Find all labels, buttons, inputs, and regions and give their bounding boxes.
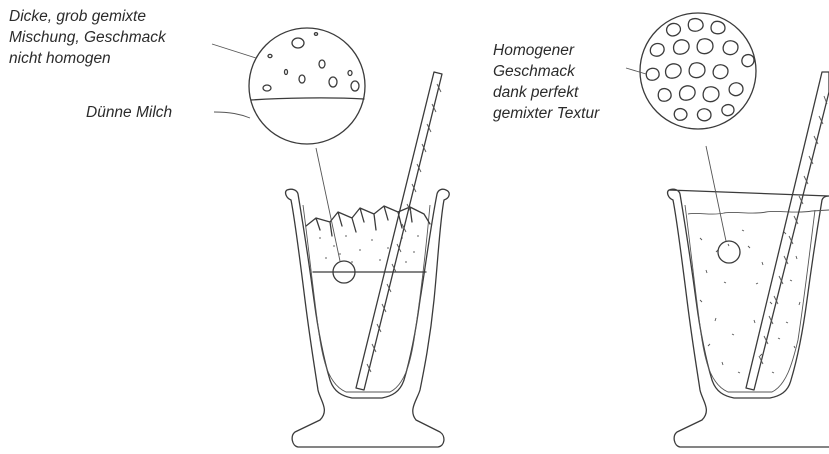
left-label-leader-1 <box>212 44 256 58</box>
right-homogeneous-cells <box>646 19 754 121</box>
left-glass-inner <box>303 205 430 392</box>
right-glass-outline <box>668 189 829 447</box>
left-label-leader-2 <box>214 112 250 118</box>
right-zoom-leader <box>706 146 726 241</box>
left-foam-dots <box>319 235 419 263</box>
left-magnifier <box>249 28 365 144</box>
left-glass-outline <box>286 189 450 447</box>
right-texture-marks <box>700 230 800 373</box>
left-ice-cubes <box>306 206 430 236</box>
right-glass <box>626 13 829 447</box>
right-label-leader <box>626 68 646 74</box>
left-magnifier-layer-line <box>251 98 364 100</box>
left-zoom-leader <box>316 148 340 261</box>
right-zoom-marker <box>718 241 740 263</box>
left-glass <box>212 28 449 447</box>
right-surface <box>688 210 829 214</box>
